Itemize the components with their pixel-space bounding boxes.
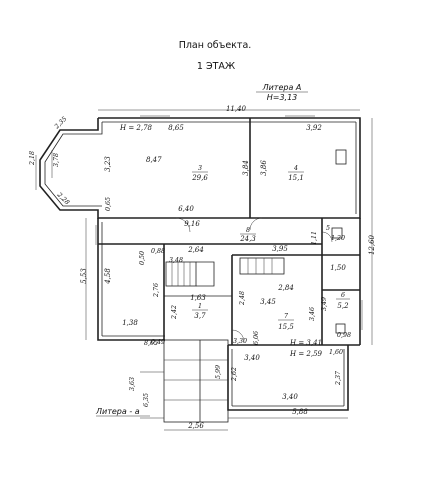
room4-number: 4 (293, 165, 298, 172)
floor-label: 1 ЭТАЖ (197, 61, 236, 72)
room6-dim-b: 3,49 (321, 297, 328, 311)
porch-dim-b: 6,35 (143, 393, 150, 407)
corridor-area: 24,3 (239, 235, 256, 243)
dim-overall-width: 12,60 (368, 234, 376, 255)
room6-area: 5,2 (337, 302, 349, 310)
room7-dim-a: 2,84 (277, 284, 294, 292)
room1-dim-c: 2,42 (171, 305, 178, 320)
room1-dim-f: 4,58 (104, 268, 112, 285)
staircase-right (239, 257, 285, 275)
room4-depth: 3,86 (260, 160, 268, 176)
room7-dim-e: 3,30 (233, 338, 247, 345)
bay-dim-b: 2,18 (29, 151, 36, 166)
room7-dim-d: 6,06 (253, 331, 260, 345)
room1-dim-a: 2,64 (187, 246, 204, 254)
room1-number: 1 (198, 303, 202, 310)
dimension-lines (85, 109, 373, 431)
room6-dim-c: 3,46 (309, 307, 316, 321)
room3-width: 8,65 (168, 124, 184, 132)
room7-dim-g: 5,99 (215, 365, 222, 379)
room1-dim-h: 3,48 (169, 257, 183, 264)
room3-depth2: 8,47 (146, 156, 162, 164)
dim-left-width: 5,53 (80, 268, 88, 284)
room-a-dim-a: 2,37 (335, 371, 342, 386)
bay-dim-a: 2,35 (53, 116, 69, 132)
dim-overall-length: 11,40 (226, 105, 247, 113)
room7-dim-h: 2,62 (231, 367, 238, 382)
room3-area: 29,6 (191, 174, 208, 182)
room3-depth: 3,23 (104, 156, 112, 172)
porch-steps (140, 339, 229, 423)
room7-number: 7 (284, 313, 288, 320)
porch-dim-d: 8,65 (144, 340, 158, 347)
room6-dim-a: 1,50 (330, 264, 346, 272)
litera-a-label: Литера - а (95, 407, 140, 416)
litera-label: Литера А (262, 83, 302, 92)
room1-dim-e: 0,88 (151, 248, 165, 255)
porch-dim-a: 3,63 (129, 377, 136, 391)
height-label: Н=3,13 (267, 93, 298, 102)
interior-walls (98, 118, 360, 345)
windows (35, 115, 363, 330)
room-a-height-mark2: Н = 2,59 (289, 350, 323, 358)
room5-dim-b: 1,11 (311, 231, 318, 245)
bay-dim-c: 3,78 (53, 153, 60, 167)
room7-dim-b: 3,45 (260, 298, 276, 306)
room-a-dim-c: 0,98 (337, 332, 351, 339)
room-a-height-mark: Н = 3,41 (289, 339, 322, 347)
bay-dim-e: 0,65 (105, 197, 112, 211)
room4-width: 3,92 (306, 124, 322, 132)
room1-dim-j: 0,49 (151, 339, 165, 346)
room7-dim-f: 3,40 (244, 354, 260, 362)
corridor-length: 9,16 (184, 220, 200, 228)
room1-dim-b: 1,63 (190, 294, 206, 302)
porch-dim-c: 2,56 (187, 422, 204, 430)
plan-title: План объекта. (179, 40, 252, 51)
room5-number: 5 (326, 225, 330, 232)
corridor-number: 8 (246, 227, 250, 234)
room-a-dim-d: 3,40 (282, 393, 298, 401)
room5-dim-a: 1,20 (331, 235, 345, 242)
doors (175, 217, 333, 343)
room1-area: 3,7 (194, 312, 206, 320)
room3-height-mark: Н = 2,78 (119, 124, 153, 132)
room6-number: 6 (341, 292, 345, 299)
room7-dim-c: 2,48 (239, 291, 246, 306)
room4-depth2: 3,84 (242, 160, 250, 176)
stove-fixture (335, 149, 347, 165)
staircase-left (165, 261, 215, 287)
boiler-fixture (335, 323, 346, 334)
dim-bottom-total: 5,88 (292, 408, 308, 416)
sink-fixture (331, 227, 343, 239)
outer-walls (39, 117, 361, 411)
room1-dim-i: 0,50 (139, 251, 146, 265)
corridor-length2: 3,95 (272, 245, 288, 253)
room-a-dim-b: 1,60 (329, 349, 343, 356)
room1-dim-d: 1,38 (122, 319, 138, 327)
room4-area: 15,1 (288, 174, 304, 182)
room1-dim-g: 2,76 (153, 283, 160, 298)
room7-area: 15,5 (278, 323, 294, 331)
corridor-width: 6,40 (178, 205, 194, 213)
room3-number: 3 (198, 165, 202, 172)
